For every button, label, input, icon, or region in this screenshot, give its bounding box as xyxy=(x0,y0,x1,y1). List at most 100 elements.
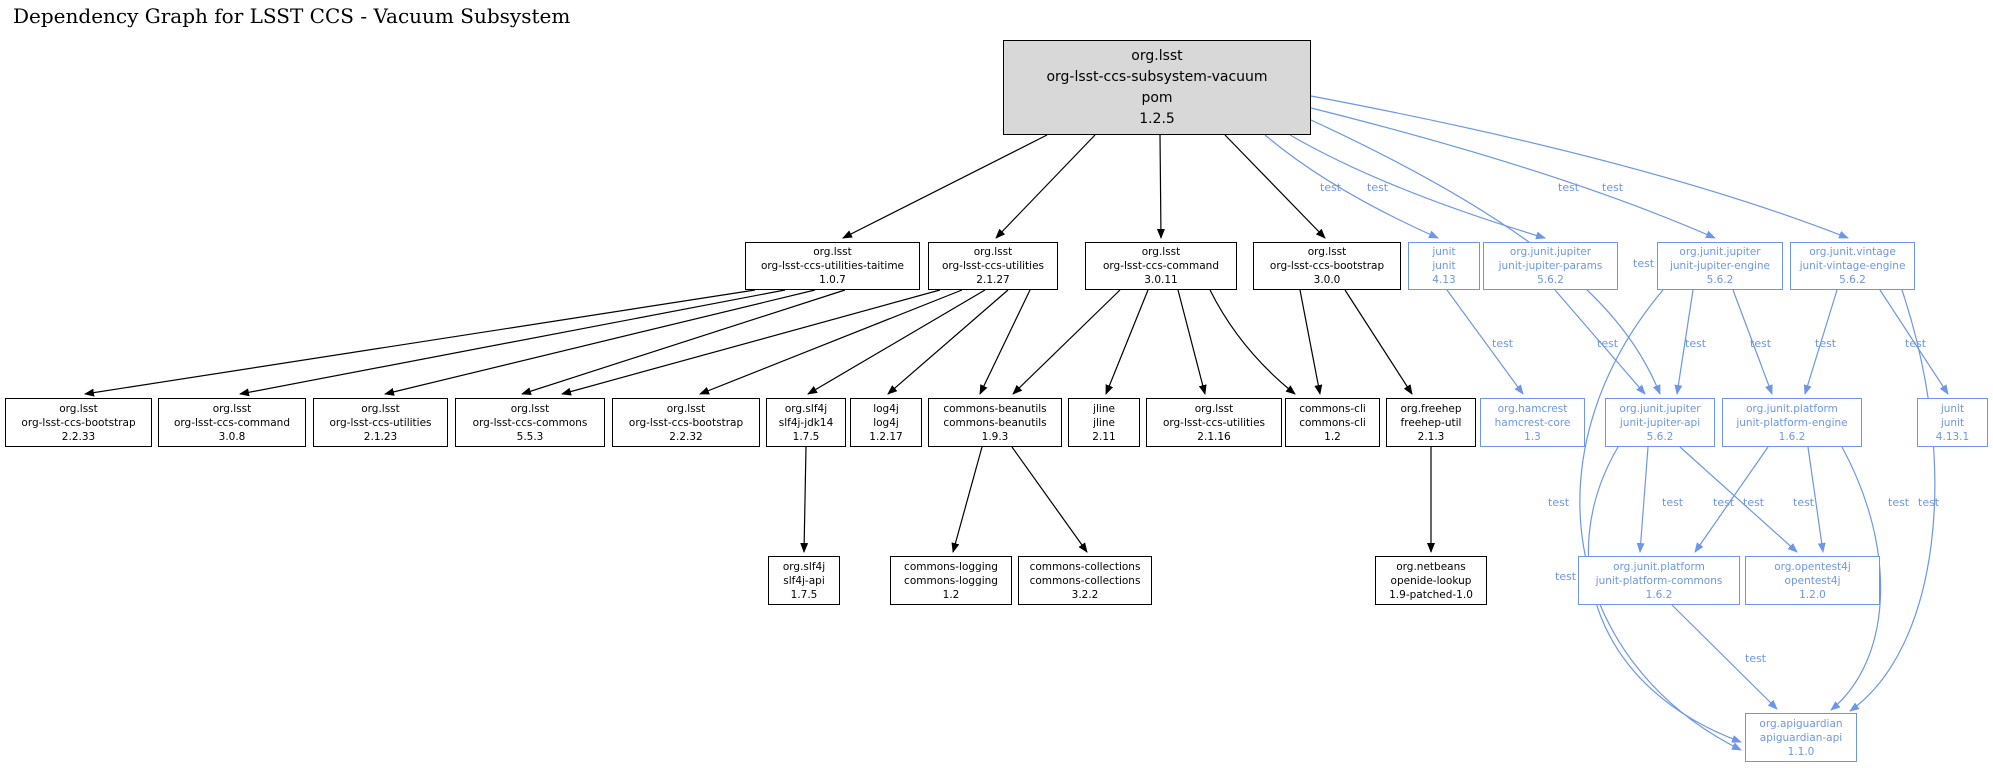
edge-label-test: test xyxy=(1685,337,1707,350)
node-taitime-line-0: org.lsst xyxy=(813,246,852,258)
node-junit4131-line-0: junit xyxy=(1940,402,1965,415)
node-command308-line-0: org.lsst xyxy=(212,402,252,415)
edge-engine-to-api xyxy=(1674,289,1694,395)
edge-api-to-opentest xyxy=(1679,446,1798,553)
edge-bootstrap300-to-commonscli xyxy=(1299,289,1323,395)
node-bootstrap2233-line-2: 2.2.33 xyxy=(61,430,96,443)
node-api-line-2: 5.6.2 xyxy=(1646,430,1674,443)
node-commonscollections-line-0: commons-collections xyxy=(1029,560,1141,573)
edge-taitime-to-utilities2123 xyxy=(384,289,816,396)
edge-label-test: test xyxy=(1597,337,1619,350)
edge-root-to-taitime xyxy=(842,134,1048,239)
node-junit4131-line-1: junit xyxy=(1940,416,1965,429)
node-taitime: org.lsst org-lsst-ccs-utilities-taitime 1.… xyxy=(745,242,920,290)
node-opentest-line-2: 1.2.0 xyxy=(1799,588,1826,601)
edge-bootstrap300-to-freehep xyxy=(1344,289,1413,395)
node-jline-line-2: 2.11 xyxy=(1092,430,1116,443)
node-root-line-3: 1.2.5 xyxy=(1139,110,1175,127)
edge-label-test: test xyxy=(1745,652,1767,665)
node-freehep-line-0: org.freehep xyxy=(1400,402,1462,415)
node-taitime-line-1: org-lsst-ccs-utilities-taitime xyxy=(760,260,905,272)
edge-label-test: test xyxy=(1793,496,1815,509)
page-title: Dependency Graph for LSST CCS - Vacuum S… xyxy=(13,4,571,28)
node-openide-line-2: 1.9-patched-1.0 xyxy=(1389,588,1473,601)
node-slf4jjdk14-line-2: 1.7.5 xyxy=(792,430,820,443)
node-slf4japi-line-2: 1.7.5 xyxy=(790,588,818,601)
node-api-line-0: org.junit.jupiter xyxy=(1619,402,1701,415)
node-command3011-line-0: org.lsst xyxy=(1141,246,1181,258)
node-commons553-line-0: org.lsst xyxy=(510,402,550,415)
edge-utilities2127-to-log4j xyxy=(887,289,1009,395)
node-slf4jjdk14-line-1: slf4j-jdk14 xyxy=(778,416,834,429)
node-bootstrap2233-line-1: org-lsst-ccs-bootstrap xyxy=(21,416,136,429)
node-params-line-0: org.junit.jupiter xyxy=(1509,246,1592,258)
node-engine-line-0: org.junit.jupiter xyxy=(1679,246,1761,258)
edge-vintage-to-apiguardian xyxy=(1849,289,1936,712)
edge-root-to-command3011 xyxy=(1156,134,1165,239)
node-utilities2123-line-2: 2.1.23 xyxy=(363,430,398,443)
edge-pengine-to-pcommons xyxy=(1694,446,1769,553)
node-freehep-line-1: freehep-util xyxy=(1400,416,1462,429)
edge-label-test: test xyxy=(1492,337,1514,350)
node-root-line-1: org-lsst-ccs-subsystem-vacuum xyxy=(1046,68,1268,85)
node-bootstrap2232-line-0: org.lsst xyxy=(666,402,706,415)
node-command3011-line-2: 3.0.11 xyxy=(1144,274,1178,286)
node-commonscli-line-2: 1.2 xyxy=(1324,430,1341,443)
edge-pengine-to-apiguardian xyxy=(1830,446,1882,711)
node-commonscli-line-1: commons-cli xyxy=(1299,416,1366,429)
edge-pengine-to-opentest xyxy=(1807,446,1826,553)
node-utilities2127-line-2: 2.1.27 xyxy=(976,274,1010,286)
edge-label-test: test xyxy=(1713,496,1735,509)
edge-label-test: test xyxy=(1743,496,1765,509)
node-bootstrap2232-line-1: org-lsst-ccs-bootstrap xyxy=(628,416,744,429)
node-commonscollections-line-2: 3.2.2 xyxy=(1071,588,1099,601)
edge-taitime-to-bootstrap2233 xyxy=(84,289,756,397)
node-bootstrap300-line-2: 3.0.0 xyxy=(1313,274,1341,286)
node-beanutils-line-2: 1.9.3 xyxy=(981,430,1009,443)
node-utilities2123-line-0: org.lsst xyxy=(361,402,400,415)
node-junit4131-line-2: 4.13.1 xyxy=(1935,430,1970,443)
node-openide-line-1: openide-lookup xyxy=(1390,574,1472,587)
edge-label-test: test xyxy=(1367,181,1389,194)
edge-engine-to-pengine xyxy=(1732,289,1773,395)
edge-utilities2127-to-beanutils xyxy=(979,289,1031,395)
edge-command3011-to-commonscli xyxy=(1209,289,1296,395)
edge-pcommons-to-apiguardian xyxy=(1671,604,1778,710)
node-bootstrap300-line-1: org-lsst-ccs-bootstrap xyxy=(1269,260,1385,272)
node-bootstrap2233-line-0: org.lsst xyxy=(59,402,98,415)
node-taitime-line-2: 1.0.7 xyxy=(819,274,846,286)
edge-label-test: test xyxy=(1558,181,1580,194)
node-utilities2116-line-0: org.lsst xyxy=(1194,402,1234,415)
node-command3011-line-1: org-lsst-ccs-command xyxy=(1103,260,1219,272)
node-commonslogging-line-0: commons-logging xyxy=(904,560,998,573)
node-utilities2127-line-0: org.lsst xyxy=(973,246,1013,258)
node-log4j-line-2: 1.2.17 xyxy=(869,430,903,443)
node-opentest-line-0: org.opentest4j xyxy=(1774,560,1851,573)
node-hamcrest-line-2: 1.3 xyxy=(1524,430,1541,443)
node-vintage-line-1: junit-vintage-engine xyxy=(1799,260,1906,272)
edge-label-test: test xyxy=(1750,337,1772,350)
edge-label-test: test xyxy=(1548,496,1570,509)
node-pengine-line-2: 1.6.2 xyxy=(1778,430,1806,443)
node-root-line-2: pom xyxy=(1141,89,1173,106)
node-freehep-line-2: 2.1.3 xyxy=(1417,430,1445,443)
node-vintage-line-0: org.junit.vintage xyxy=(1809,246,1896,258)
edge-utilities2127-to-bootstrap2232 xyxy=(699,289,963,395)
node-junit413-line-1: junit xyxy=(1432,260,1456,272)
edge-root-to-junit413 xyxy=(1264,134,1439,239)
edge-command3011-to-jline xyxy=(1105,289,1149,395)
node-commonslogging-line-2: 1.2 xyxy=(942,588,960,601)
edge-label-test: test xyxy=(1555,570,1577,583)
